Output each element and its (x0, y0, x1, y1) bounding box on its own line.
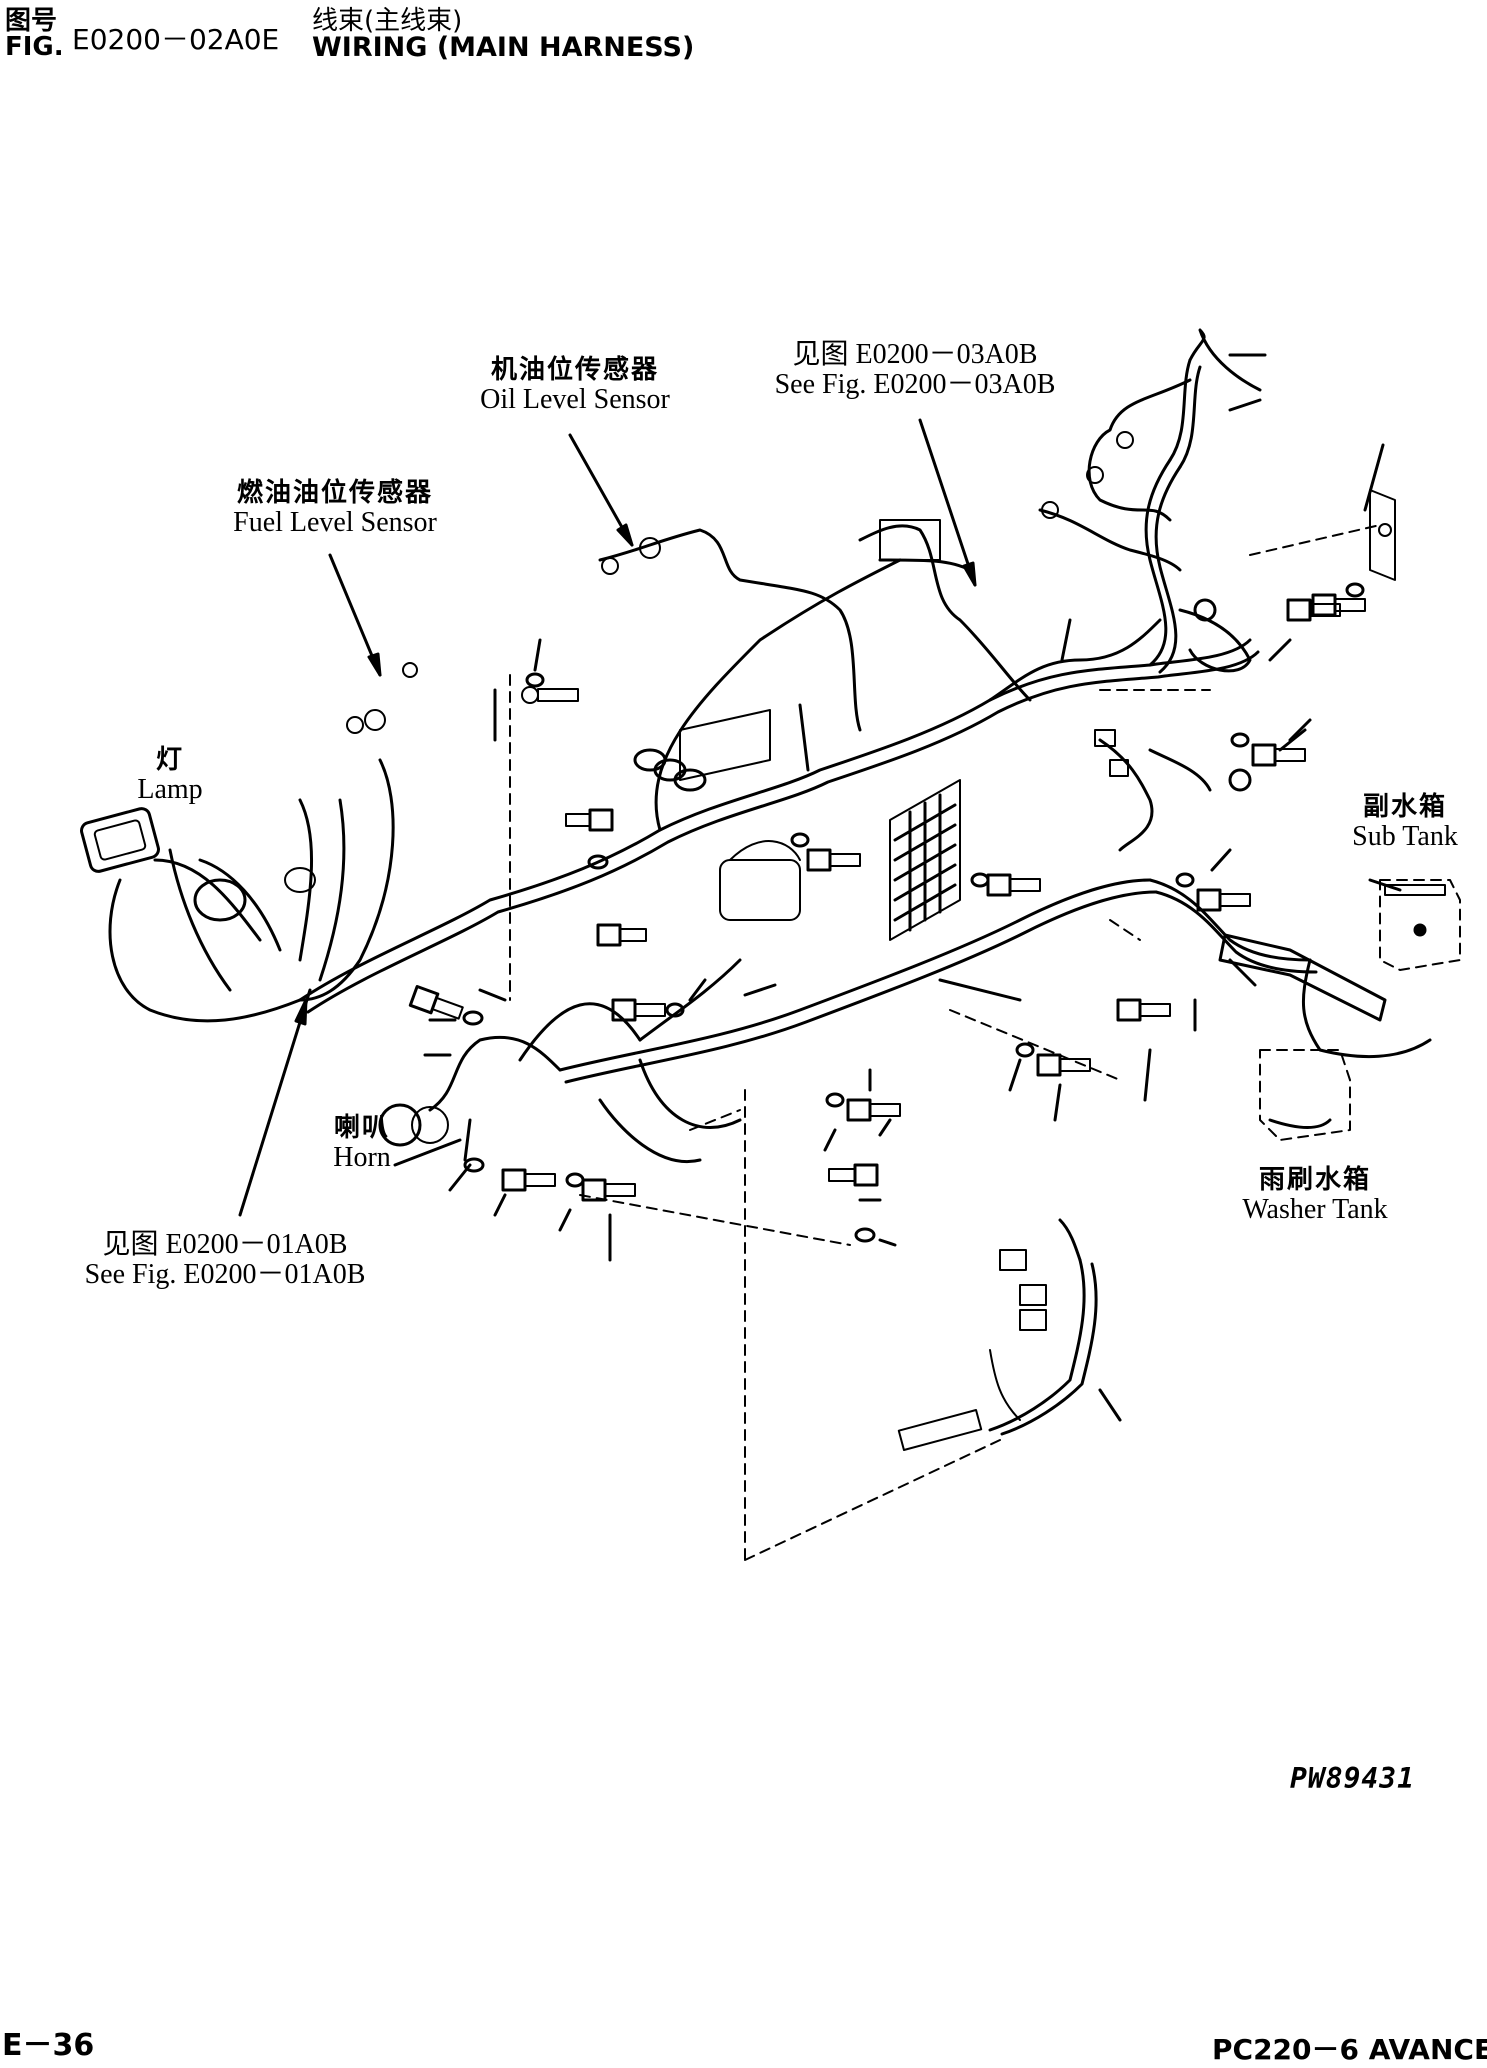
callout-oil-level-sensor-zh: 机油位传感器 (490, 355, 659, 385)
title-en: WIRING (MAIN HARNESS) (312, 32, 695, 63)
figure-number: E0200－02A0E (72, 23, 280, 56)
right-middle-connectors (1094, 729, 1252, 852)
upper-right-wiring (1038, 328, 1396, 673)
page-number: E－36 (2, 2028, 95, 2063)
model-name: PC220－6 AVANCE (1212, 2033, 1487, 2066)
lamp-assembly (80, 662, 418, 1023)
horn-assembly (378, 1035, 562, 1162)
callout-see-fig-03-en: See Fig. E0200－03A0B (774, 369, 1056, 400)
callout-horn: 喇叭 Horn (312, 1113, 412, 1173)
title-zh: 线束(主线束) (312, 6, 463, 36)
callout-see-fig-01: 见图 E0200－01A0B See Fig. E0200－01A0B (50, 1230, 400, 1290)
callout-see-fig-03-zh: 见图 E0200－03A0B (792, 339, 1038, 370)
leader-lines (238, 418, 1385, 1217)
washer-tank (1218, 933, 1432, 1141)
callout-horn-en: Horn (333, 1142, 391, 1173)
lower-harness (897, 1218, 1122, 1452)
callout-lamp: 灯 Lamp (110, 745, 230, 805)
callout-fuel-level-sensor-zh: 燃油油位传感器 (236, 478, 433, 508)
callout-sub-tank-zh: 副水箱 (1362, 792, 1447, 822)
callout-lamp-zh: 灯 (155, 745, 184, 775)
washers (462, 582, 1365, 1243)
callout-sub-tank: 副水箱 Sub Tank (1325, 792, 1485, 852)
bolts (408, 593, 1366, 1202)
callout-oil-level-sensor-en: Oil Level Sensor (480, 384, 670, 415)
callout-washer-tank-en: Washer Tank (1242, 1194, 1388, 1225)
sub-tank (1379, 879, 1461, 971)
assembly-dashed-lines (509, 524, 1381, 1561)
figure-label-zh: 图号 (5, 6, 58, 36)
callout-horn-zh: 喇叭 (333, 1113, 390, 1143)
callout-lamp-en: Lamp (137, 774, 203, 805)
callout-oil-level-sensor: 机油位传感器 Oil Level Sensor (430, 355, 720, 415)
figure-label-en: FIG. (5, 32, 64, 62)
relay-block (633, 709, 801, 921)
callout-see-fig-01-en: See Fig. E0200－01A0B (84, 1259, 366, 1290)
callout-see-fig-03: 见图 E0200－03A0B See Fig. E0200－03A0B (740, 340, 1090, 400)
reference-ticks (423, 618, 1402, 1262)
fuse-box (889, 779, 961, 941)
callout-washer-tank-zh: 雨刷水箱 (1258, 1165, 1371, 1195)
callout-see-fig-01-zh: 见图 E0200－01A0B (102, 1229, 348, 1260)
callout-fuel-level-sensor-en: Fuel Level Sensor (233, 507, 437, 538)
drawing-code: PW89431 (1290, 1762, 1416, 1795)
callout-fuel-level-sensor: 燃油油位传感器 Fuel Level Sensor (195, 478, 475, 538)
callout-washer-tank: 雨刷水箱 Washer Tank (1210, 1165, 1420, 1225)
oil-level-sensor-wiring (598, 519, 1032, 732)
callout-sub-tank-en: Sub Tank (1352, 821, 1458, 852)
